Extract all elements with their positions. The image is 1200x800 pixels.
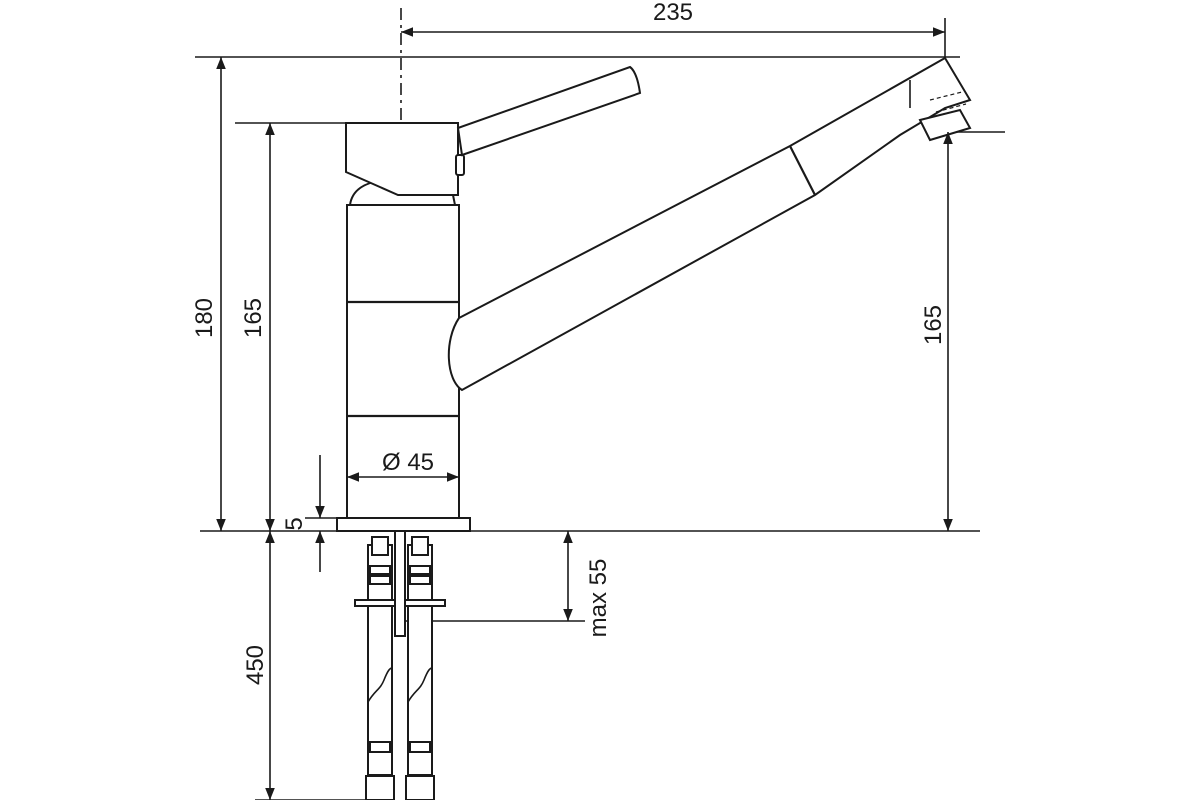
spout-tube: [447, 56, 972, 392]
label-max55: max 55: [585, 559, 612, 638]
spray-inner-2: [935, 103, 967, 113]
left-hose-break: [367, 667, 393, 703]
right-hose-break: [407, 667, 433, 703]
label-diameter: Ø 45: [382, 449, 434, 476]
left-nut-bottom: [365, 775, 395, 800]
supply-hoses: [354, 530, 446, 800]
right-nut-top: [411, 536, 429, 556]
left-fitting-1: [369, 565, 391, 575]
lever-pivot: [455, 154, 465, 176]
label-165-right: 165: [920, 305, 947, 345]
mounting-washer-left: [354, 599, 396, 607]
base-plate: [336, 517, 471, 532]
label-5: 5: [281, 517, 308, 530]
spray-outlet: [918, 108, 972, 142]
right-fitting-2: [409, 575, 431, 585]
label-235: 235: [653, 0, 693, 26]
left-nut-top: [371, 536, 389, 556]
mounting-washer-right: [404, 599, 446, 607]
lever-handle: [456, 65, 642, 157]
mixer-head: [345, 122, 459, 196]
left-fitting-bottom: [369, 741, 391, 753]
right-nut-bottom: [405, 775, 435, 800]
right-fitting-bottom: [409, 741, 431, 753]
label-165-left: 165: [240, 298, 267, 338]
left-fitting-2: [369, 575, 391, 585]
label-180: 180: [191, 298, 218, 338]
label-450: 450: [242, 645, 269, 685]
spout-joint: [789, 145, 816, 196]
spray-inner-1: [929, 91, 963, 101]
center-stud: [394, 530, 406, 637]
right-fitting-1: [409, 565, 431, 575]
